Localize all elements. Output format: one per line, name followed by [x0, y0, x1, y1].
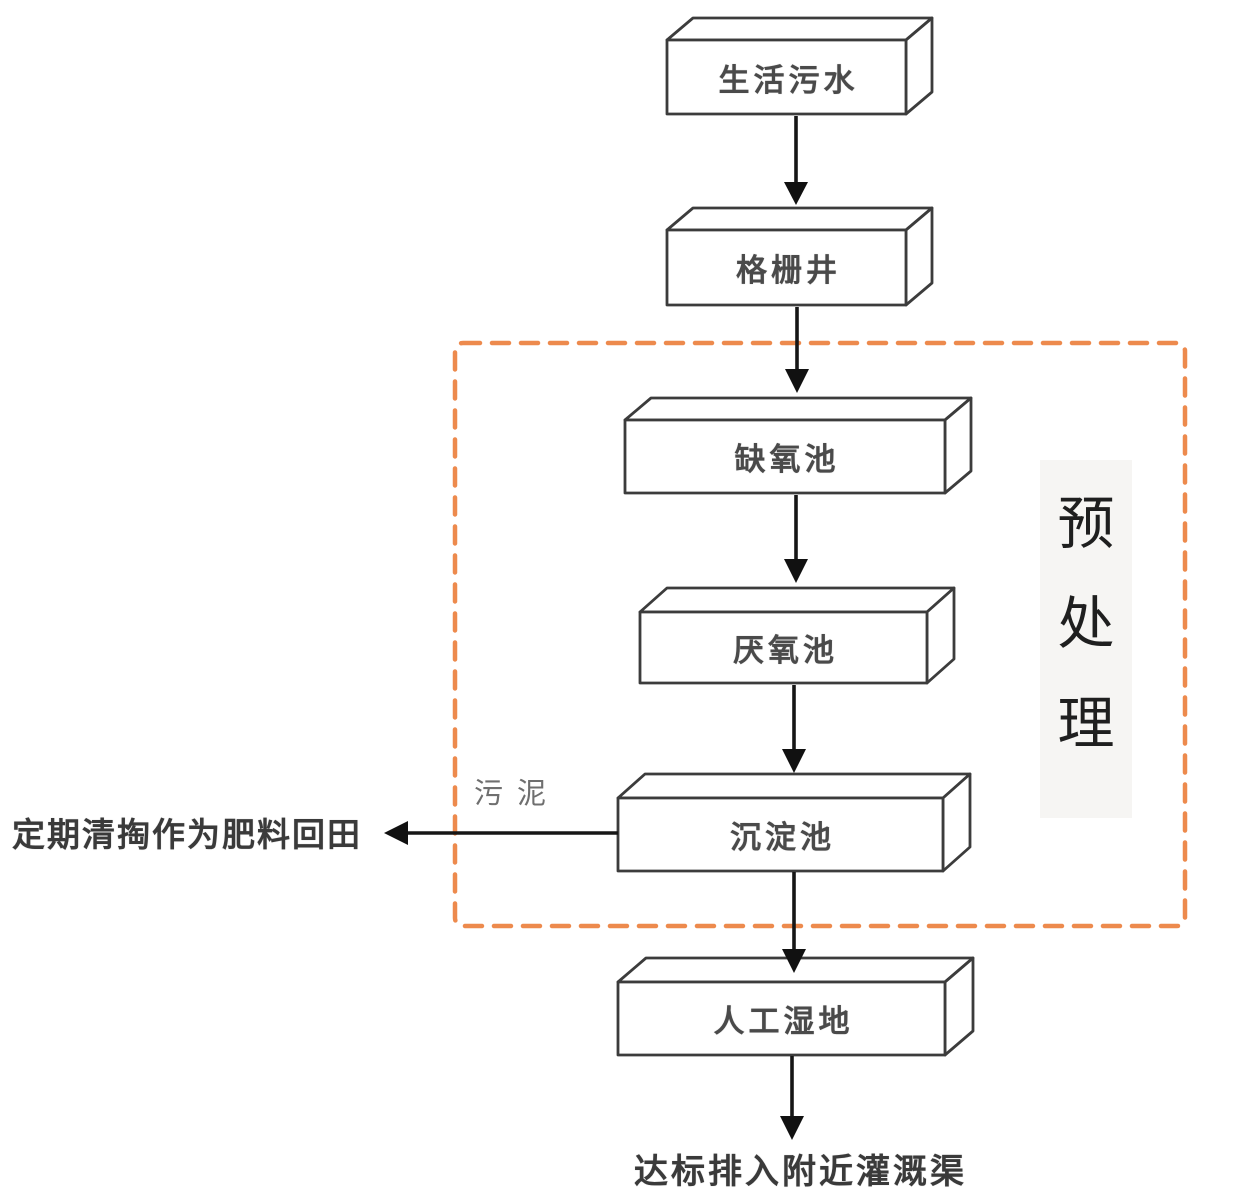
- node-label-sewage: 生活污水: [718, 62, 859, 98]
- node-label-anaerobic-tank: 厌氧池: [733, 633, 838, 668]
- node-box-sewage: [665, 16, 934, 116]
- arrow-down-icon: [782, 685, 806, 773]
- flow-arrows: [384, 116, 809, 1140]
- group-label-pretreatment: 预 处 理: [1040, 460, 1132, 818]
- arrow-down-icon: [784, 116, 808, 205]
- arrow-left-icon: [384, 821, 618, 845]
- node-label-sedimentation-tank: 沉淀池: [730, 820, 835, 855]
- group-label-char: 理: [1057, 693, 1115, 756]
- node-label-grid-well: 格栅井: [736, 253, 841, 288]
- node-box-grid-well: [665, 206, 934, 307]
- edge-label-sludge: 污泥: [474, 778, 561, 810]
- group-label-char: 处: [1057, 593, 1115, 656]
- node-label-anoxic-tank: 缺氧池: [734, 442, 840, 477]
- arrow-down-icon: [780, 1056, 804, 1140]
- node-box-anaerobic-tank: [638, 586, 956, 685]
- node-label-constructed-wetland: 人工湿地: [713, 1004, 854, 1039]
- annotation-fertilizer-return: 定期清掏作为肥料回田: [12, 818, 362, 854]
- arrow-down-icon: [784, 495, 808, 583]
- node-box-anoxic-tank: [623, 396, 973, 495]
- node-box-sedimentation-tank: [616, 772, 972, 873]
- annotation-discharge-outlet: 达标排入附近灌溉渠: [634, 1154, 967, 1191]
- pretreatment-dashed-border: [452, 340, 1188, 929]
- arrow-down-icon: [782, 872, 806, 973]
- arrow-down-icon: [785, 307, 809, 393]
- group-label-char: 预: [1057, 493, 1115, 556]
